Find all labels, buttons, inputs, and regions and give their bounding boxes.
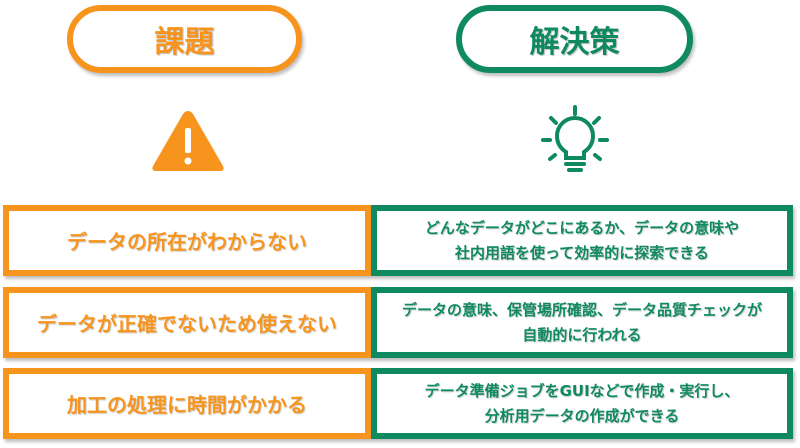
solution-text: データ準備ジョブをGUIなどで作成・実行し、 分析用データの作成ができる: [424, 381, 740, 425]
problem-text: データが正確でないため使えない: [37, 312, 337, 336]
solution-box-2: データの意味、保管場所確認、データ品質チェックが 自動的に行われる: [371, 287, 793, 358]
solution-box-3: データ準備ジョブをGUIなどで作成・実行し、 分析用データの作成ができる: [371, 368, 793, 439]
problem-header: 課題: [67, 5, 302, 73]
problem-box-2: データが正確でないため使えない: [3, 287, 371, 358]
solution-box-1: どんなデータがどこにあるか、データの意味や 社内用語を使って効率的に探索できる: [371, 205, 793, 276]
problem-text: 加工の処理に時間がかかる: [67, 393, 307, 417]
warning-icon: [150, 108, 226, 174]
solution-header: 解決策: [456, 5, 693, 73]
solution-text: データの意味、保管場所確認、データ品質チェックが 自動的に行われる: [401, 300, 762, 344]
problem-box-3: 加工の処理に時間がかかる: [3, 368, 371, 439]
lightbulb-icon: [537, 104, 613, 180]
solution-text: どんなデータがどこにあるか、データの意味や 社内用語を使って効率的に探索できる: [424, 218, 740, 262]
problem-box-1: データの所在がわからない: [3, 205, 371, 276]
problem-text: データの所在がわからない: [67, 230, 307, 254]
